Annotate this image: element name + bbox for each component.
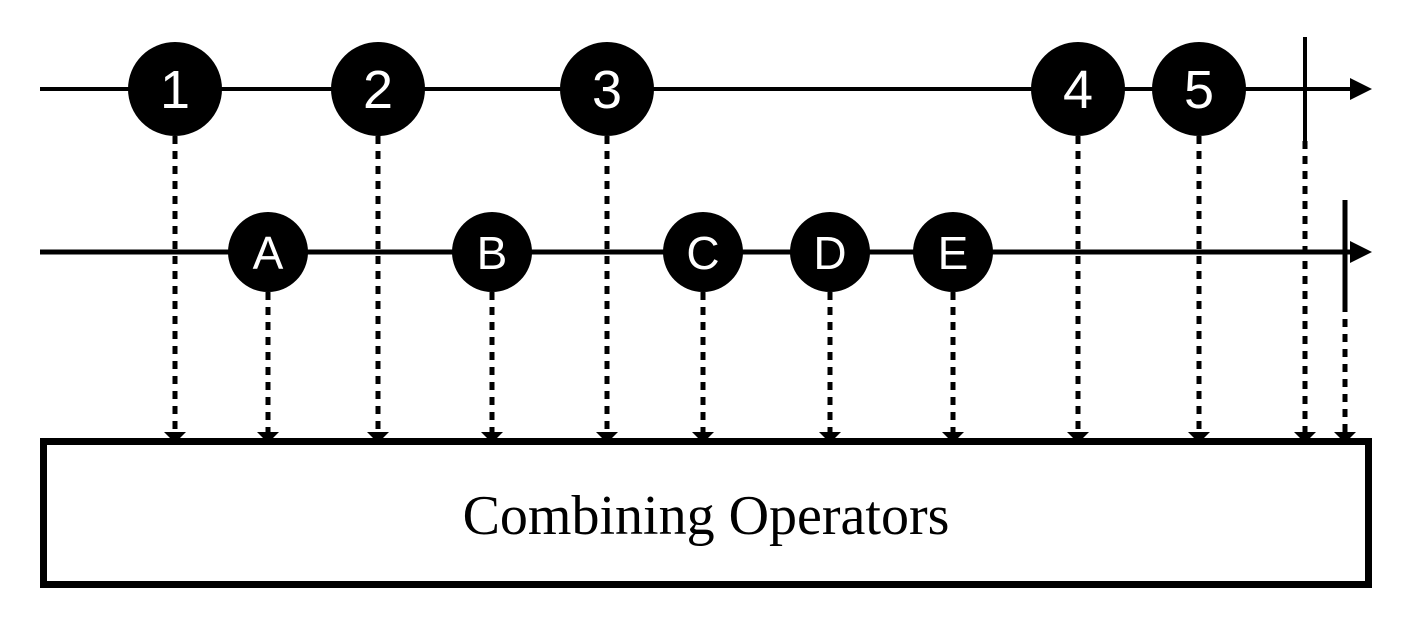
timelines-group: 1 2 3 4 5A B C D E (40, 37, 1372, 304)
drop-line-a-arrowhead (257, 432, 279, 443)
marble-b[interactable] (452, 212, 532, 292)
marble-5[interactable] (1152, 42, 1246, 136)
upper-source-observable-arrowhead (1350, 78, 1372, 100)
drop-line-e-arrowhead (942, 432, 964, 443)
combining-operators-box[interactable]: Combining Operators (40, 438, 1372, 588)
lower-source-observable: A B C D E (40, 200, 1372, 304)
drop-line-3-arrowhead (596, 432, 618, 443)
marble-a[interactable] (228, 212, 308, 292)
operator-box-border[interactable] (40, 438, 1372, 588)
drop-line-d-arrowhead (819, 432, 841, 443)
marble-label-5: 5 (1184, 60, 1214, 120)
marble-label-1: 1 (160, 60, 190, 120)
lower-source-observable-arrowhead (1350, 241, 1372, 263)
marble-label-3: 3 (592, 60, 622, 120)
marble-4[interactable] (1031, 42, 1125, 136)
upper-source-observable: 1 2 3 4 5 (40, 37, 1372, 141)
drop-line-4-arrowhead (1067, 432, 1089, 443)
marble-2[interactable] (331, 42, 425, 136)
drop-lines-group (164, 136, 1356, 443)
drop-line-5-arrowhead (1188, 432, 1210, 443)
marble-label-e: E (938, 227, 969, 279)
drop-line-complete-1-arrowhead (1294, 432, 1316, 443)
marble-label-4: 4 (1063, 60, 1093, 120)
marble-label-b: B (477, 227, 508, 279)
marble-1[interactable] (128, 42, 222, 136)
marble-3[interactable] (560, 42, 654, 136)
marble-label-c: C (686, 227, 719, 279)
marble-e[interactable] (913, 212, 993, 292)
marble-label-a: A (253, 227, 284, 279)
operator-box-label: Combining Operators (463, 485, 950, 547)
marble-label-2: 2 (363, 60, 393, 120)
drop-line-complete-2-arrowhead (1334, 432, 1356, 443)
marble-d[interactable] (790, 212, 870, 292)
marble-c[interactable] (663, 212, 743, 292)
marble-label-d: D (813, 227, 846, 279)
drop-line-b-arrowhead (481, 432, 503, 443)
drop-line-2-arrowhead (367, 432, 389, 443)
drop-line-1-arrowhead (164, 432, 186, 443)
drop-line-c-arrowhead (692, 432, 714, 443)
